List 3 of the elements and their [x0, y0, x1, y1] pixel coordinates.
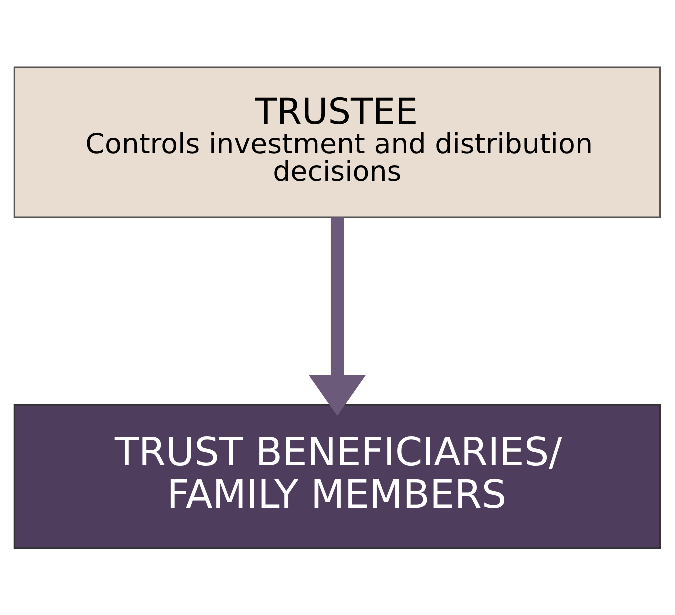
node-box: TRUST BENEFICIARIES/ FAMILY MEMBERS: [14, 404, 662, 549]
arrow: [309, 217, 366, 416]
node-box: TRUSTEE Controls investment and distribution decisions: [14, 66, 662, 218]
